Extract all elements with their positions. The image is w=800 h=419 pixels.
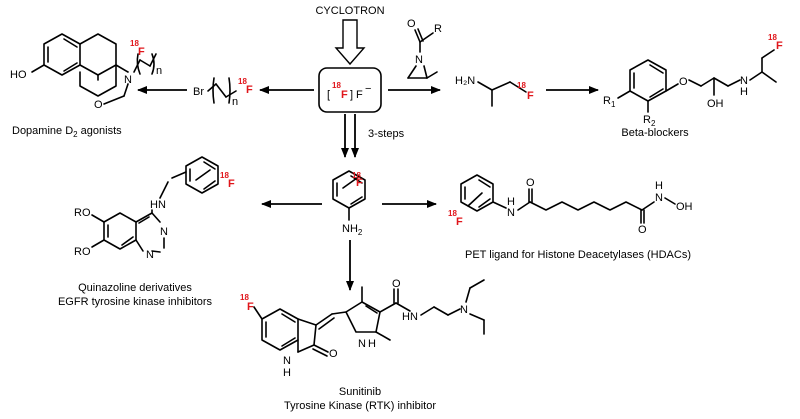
svg-text:18: 18 bbox=[332, 81, 341, 90]
svg-text:18: 18 bbox=[240, 293, 249, 302]
svg-text:R: R bbox=[603, 95, 611, 107]
svg-text:F: F bbox=[776, 40, 783, 52]
sunitinib-label-2: Tyrosine Kinase (RTK) inhibitor bbox=[284, 400, 436, 412]
svg-text:N: N bbox=[160, 226, 168, 238]
sunitinib-label-1: Sunitinib bbox=[339, 386, 381, 398]
bromoalkyl-fluoride: Br n 18 F bbox=[193, 77, 253, 108]
quinazoline-label-1: Quinazoline derivatives bbox=[78, 282, 192, 294]
beta-blocker-structure: R 1 R 2 O OH N H 18 F bbox=[603, 33, 783, 128]
svg-text:18: 18 bbox=[238, 77, 247, 86]
fluoroaniline: 18 F NH2 bbox=[332, 170, 366, 237]
svg-text:N: N bbox=[410, 311, 418, 323]
svg-text:[: [ bbox=[327, 89, 330, 101]
svg-text:O: O bbox=[526, 177, 535, 189]
svg-text:N: N bbox=[740, 75, 748, 87]
svg-text:H₂N: H₂N bbox=[455, 75, 475, 87]
svg-text:−: − bbox=[365, 83, 371, 95]
svg-text:F: F bbox=[356, 89, 363, 101]
svg-text:18: 18 bbox=[220, 171, 229, 180]
hdac-ligand-structure: 18 F N H O O N H OH bbox=[448, 174, 693, 236]
svg-text:Br: Br bbox=[193, 86, 204, 98]
svg-text:RO: RO bbox=[74, 246, 91, 258]
cyclotron-open-arrow bbox=[334, 19, 366, 66]
svg-text:HO: HO bbox=[10, 69, 27, 81]
svg-text:n: n bbox=[156, 65, 162, 77]
svg-text:N: N bbox=[358, 338, 366, 350]
svg-text:1: 1 bbox=[611, 100, 616, 109]
svg-text:18: 18 bbox=[130, 39, 139, 48]
svg-text:O: O bbox=[392, 278, 401, 290]
quinazoline-label-2: EGFR tyrosine kinase inhibitors bbox=[58, 296, 213, 308]
svg-text:F: F bbox=[228, 178, 235, 190]
svg-text:N: N bbox=[460, 304, 468, 316]
cyclotron-label: CYCLOTRON bbox=[315, 5, 384, 17]
svg-text:2: 2 bbox=[651, 119, 656, 128]
svg-text:RO: RO bbox=[74, 207, 91, 219]
svg-text:N: N bbox=[124, 74, 132, 86]
svg-text:18: 18 bbox=[352, 171, 361, 180]
steps-label: 3-steps bbox=[368, 128, 405, 140]
svg-text:O: O bbox=[679, 76, 688, 88]
svg-text:]: ] bbox=[350, 89, 353, 101]
svg-text:F: F bbox=[341, 89, 348, 101]
aziridine-reagent: O R N bbox=[407, 18, 442, 79]
sunitinib-structure: 18 F N H O N H O N H N bbox=[240, 278, 485, 379]
quinazoline-structure: 18 F HN N N RO RO bbox=[74, 156, 235, 261]
svg-text:H: H bbox=[368, 338, 376, 350]
svg-text:H: H bbox=[740, 86, 748, 98]
svg-text:N: N bbox=[507, 207, 515, 219]
svg-text:F: F bbox=[356, 177, 363, 189]
svg-text:H: H bbox=[402, 311, 410, 323]
svg-text:18: 18 bbox=[448, 209, 457, 218]
svg-text:N: N bbox=[415, 54, 423, 66]
svg-text:O: O bbox=[329, 348, 338, 360]
svg-text:F: F bbox=[456, 216, 463, 228]
dopamine-agonist-structure: N O HO n 18 F bbox=[10, 33, 162, 111]
svg-text:O: O bbox=[638, 224, 647, 236]
hdac-label: PET ligand for Histone Deacetylases (HDA… bbox=[465, 249, 691, 261]
svg-text:NH2: NH2 bbox=[342, 223, 363, 237]
fluoroalkyl-amine: H₂N 18 F bbox=[455, 75, 534, 107]
svg-text:F: F bbox=[138, 46, 145, 58]
svg-text:F: F bbox=[247, 301, 254, 313]
svg-text:18: 18 bbox=[768, 33, 777, 42]
beta-blockers-label: Beta-blockers bbox=[621, 127, 689, 139]
fluoride-box bbox=[318, 67, 382, 113]
svg-text:n: n bbox=[232, 96, 238, 108]
svg-text:O: O bbox=[94, 99, 103, 111]
svg-text:O: O bbox=[407, 18, 416, 30]
fluoride-ion: [ 18 F ] F − bbox=[327, 81, 371, 101]
svg-text:R: R bbox=[643, 114, 651, 126]
svg-text:N: N bbox=[283, 355, 291, 367]
dopamine-label: Dopamine D2 agonists bbox=[12, 125, 122, 139]
svg-text:OH: OH bbox=[676, 201, 693, 213]
svg-text:R: R bbox=[434, 23, 442, 35]
svg-text:H: H bbox=[655, 180, 663, 192]
svg-text:F: F bbox=[246, 84, 253, 96]
svg-text:OH: OH bbox=[707, 98, 724, 110]
svg-text:N: N bbox=[146, 249, 154, 261]
svg-text:HN: HN bbox=[150, 199, 166, 211]
svg-text:H: H bbox=[283, 367, 291, 379]
svg-text:N: N bbox=[655, 192, 663, 204]
svg-text:F: F bbox=[527, 90, 534, 102]
svg-text:18: 18 bbox=[517, 81, 526, 90]
svg-text:H: H bbox=[507, 196, 515, 208]
